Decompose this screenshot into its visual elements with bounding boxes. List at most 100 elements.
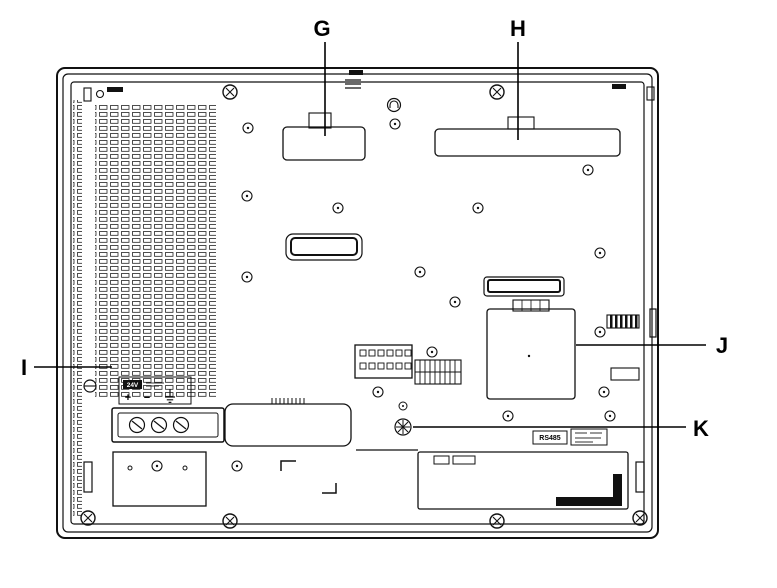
- top-right-slot: [646, 86, 655, 101]
- dip-switch-row-top: [359, 349, 412, 357]
- bottom-left-bracket-plate: [112, 451, 207, 507]
- component-g-connector: [282, 112, 366, 161]
- screw: [449, 296, 461, 308]
- small-aux-connector: [610, 367, 640, 381]
- memory-slot-a-outer: [285, 233, 363, 261]
- plate-hole-left: [127, 465, 133, 471]
- screw: [598, 386, 610, 398]
- power-terminal-block: [83, 379, 225, 443]
- callout-j-label: J: [716, 333, 728, 358]
- ground-icon: [165, 389, 175, 403]
- bolt: [80, 510, 96, 526]
- side-vent-strip: [73, 100, 82, 516]
- top-center-dash: [349, 70, 363, 75]
- screw: [241, 190, 253, 202]
- minus-terminal-label: −: [144, 392, 150, 404]
- screw: [231, 460, 243, 472]
- callout-h-label: H: [510, 16, 526, 41]
- bottom-connector-bay: [417, 451, 629, 510]
- memory-slot-b-inner: [487, 279, 561, 293]
- screw: [242, 122, 254, 134]
- callout-i-label: I: [21, 355, 27, 380]
- callouts: G H I J K: [21, 16, 728, 441]
- terminal-block-inner: [117, 412, 219, 438]
- top-right-dash: [612, 84, 626, 89]
- component-g-body: [282, 126, 366, 161]
- callout-g-label: G: [313, 16, 330, 41]
- bottom-left-edge-slot: [83, 461, 93, 493]
- panel-inner-frame: [70, 81, 645, 525]
- screw: [241, 271, 253, 283]
- right-edge-parts: [606, 308, 657, 381]
- striped-connector: [606, 314, 640, 329]
- bottom-area: [83, 428, 645, 510]
- rs485-label: RS485: [539, 435, 561, 442]
- bolt: [632, 510, 648, 526]
- bolt: [489, 84, 505, 100]
- bay-black-bar-vertical: [613, 474, 622, 506]
- bay-small-box-a: [433, 455, 450, 465]
- bolt: [222, 513, 238, 529]
- memory-slot-b-outer: [483, 276, 565, 297]
- battery-cover: [224, 398, 352, 447]
- bay-black-bar-horizontal: [556, 497, 622, 506]
- power-plate-fineprint: [146, 382, 164, 387]
- comb-connector: [414, 359, 462, 385]
- screw: [389, 118, 401, 130]
- bolt: [222, 84, 238, 100]
- buzzer-outline: [394, 418, 412, 436]
- keyhole-icon: [386, 97, 402, 113]
- power-rating-label: 24V: [127, 382, 139, 389]
- k-pilot-dot: [402, 405, 404, 407]
- alignment-bracket-bottom-right: [322, 483, 337, 494]
- power-plate-outline: [118, 376, 192, 405]
- component-j-center-dot: [527, 354, 531, 358]
- bolt: [489, 513, 505, 529]
- aux-label-box: [570, 428, 608, 446]
- screw: [502, 410, 514, 422]
- component-h-connector: [434, 116, 621, 157]
- right-edge-slot: [649, 308, 657, 338]
- component-j-module: [486, 299, 576, 400]
- screw: [604, 410, 616, 422]
- screw: [332, 202, 344, 214]
- bottom-right-edge-slot: [635, 461, 645, 493]
- screw: [151, 460, 163, 472]
- battery-cover-outline: [224, 403, 352, 447]
- screw: [426, 346, 438, 358]
- memory-slot-a: [285, 233, 363, 261]
- top-left-slot: [83, 87, 92, 102]
- screw: [594, 326, 606, 338]
- screw: [414, 266, 426, 278]
- component-k-buzzer: [394, 401, 412, 436]
- panel-outer-frame: [56, 67, 659, 539]
- memory-slot-b: [483, 276, 565, 297]
- menu-lines-icon: [345, 79, 361, 89]
- battery-cover-grip-ticks: [271, 398, 305, 404]
- component-h-tab: [507, 116, 535, 130]
- terminal-screws: [128, 416, 190, 434]
- power-label-plate: 24V + −: [118, 376, 192, 405]
- top-left-pilot-hole: [95, 89, 105, 99]
- screw: [372, 386, 384, 398]
- aux-label-fineprint: [575, 432, 602, 443]
- vent-grid: [95, 103, 216, 398]
- alignment-bracket-top-left: [280, 460, 296, 471]
- top-left-dash: [107, 87, 123, 92]
- power-rating-chip: [123, 380, 142, 389]
- plus-terminal-label: +: [125, 392, 131, 404]
- dip-switch-row-bottom: [359, 362, 412, 370]
- rs485-label-box: [532, 430, 568, 445]
- component-g-tab: [308, 112, 332, 129]
- top-edge-marks: [83, 70, 655, 113]
- screw: [582, 164, 594, 176]
- comb-connector-teeth: [415, 360, 461, 384]
- screw: [594, 247, 606, 259]
- component-j-body: [486, 308, 576, 400]
- bay-small-box-b: [452, 455, 476, 465]
- dip-switch-block: [354, 344, 413, 379]
- buzzer-starburst: [396, 420, 410, 434]
- dip-switch-outline: [354, 344, 413, 379]
